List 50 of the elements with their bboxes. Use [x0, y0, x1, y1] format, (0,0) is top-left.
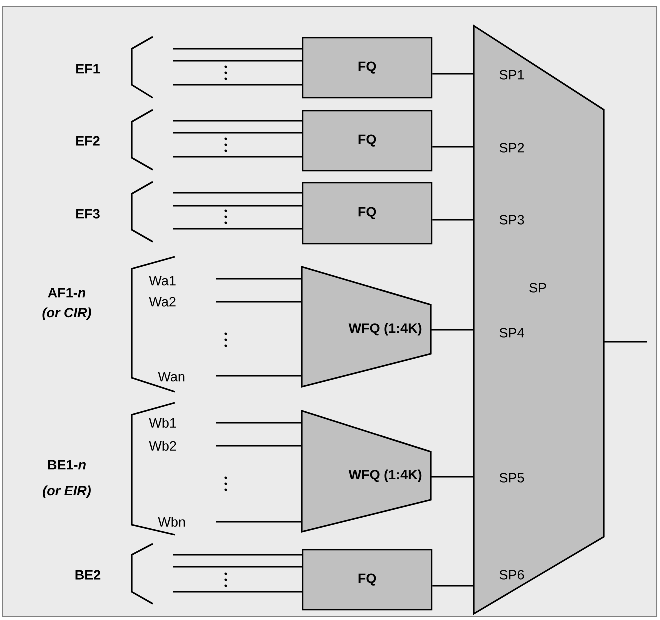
queue-box: FQ — [302, 549, 433, 611]
connector-line — [173, 591, 302, 593]
connector-line — [216, 375, 302, 377]
connector-line — [216, 521, 302, 523]
queue-box: FQ — [302, 110, 433, 172]
connector-line — [173, 192, 302, 194]
connector-line — [216, 445, 302, 447]
class-label: EF3 — [76, 209, 100, 219]
connector-line — [173, 84, 302, 86]
weight-label: Wa1 — [149, 276, 176, 286]
class-label: (or CIR) — [42, 308, 92, 320]
weight-label: Wbn — [158, 517, 186, 527]
class-label: AF1-n — [48, 288, 86, 298]
class-label: BE1-n — [48, 460, 86, 470]
connector-line — [173, 228, 302, 230]
port-label: SP5 — [500, 473, 524, 483]
connector-line — [173, 48, 302, 50]
port-label: SP1 — [500, 70, 524, 80]
connector-line — [604, 341, 648, 343]
connector-line — [216, 422, 302, 424]
connector-line — [173, 156, 302, 158]
connector-line — [173, 554, 302, 556]
connector-line — [432, 219, 474, 221]
weight-label: Wb1 — [149, 418, 176, 428]
connector-line — [432, 146, 474, 148]
class-label: (or EIR) — [43, 486, 91, 498]
port-label: SP4 — [500, 328, 524, 338]
class-label: BE2 — [76, 570, 101, 580]
connector-line — [173, 205, 302, 207]
port-label: SP — [530, 283, 546, 293]
connector-line — [216, 301, 302, 303]
class-label: EF2 — [76, 136, 100, 146]
queue-box: FQ — [302, 37, 433, 99]
port-label: SP6 — [500, 570, 524, 580]
port-label: SP3 — [500, 215, 524, 225]
class-label: EF1 — [76, 64, 100, 74]
weight-label: Wan — [158, 372, 185, 382]
connector-line — [173, 120, 302, 122]
port-label: SP2 — [500, 143, 524, 153]
connector-line — [431, 329, 474, 331]
weight-label: Wb2 — [149, 441, 176, 451]
connector-line — [173, 60, 302, 62]
connector-line — [173, 132, 302, 134]
connector-line — [432, 73, 474, 75]
queue-box: FQ — [302, 182, 433, 245]
connector-line — [431, 476, 474, 478]
connector-line — [432, 585, 474, 587]
weight-label: Wa2 — [149, 297, 176, 307]
connector-line — [173, 566, 302, 568]
connector-line — [216, 278, 302, 280]
